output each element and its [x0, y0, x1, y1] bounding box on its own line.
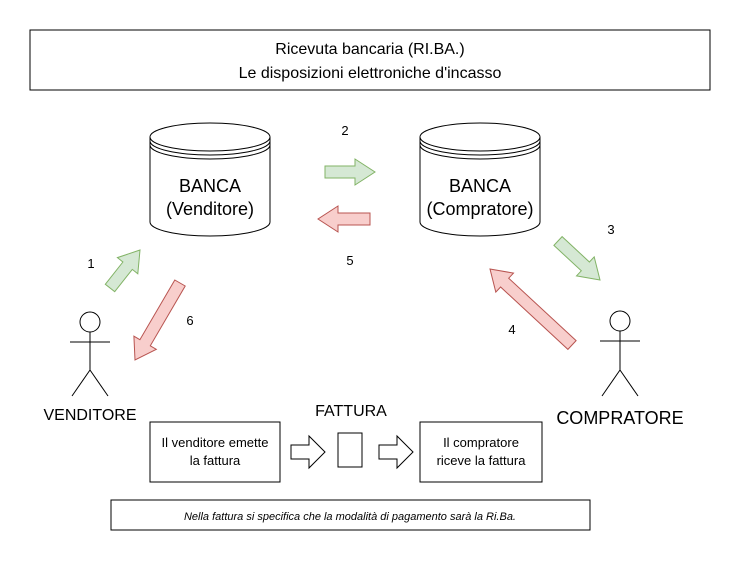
arrow-1-label: 1 — [87, 256, 94, 271]
invoice-label: FATTURA — [315, 403, 387, 420]
buyer-actor-icon — [600, 310, 640, 397]
arrow-4-icon — [489, 268, 577, 351]
buyer-invoice-line-2: riceve la fattura — [437, 453, 527, 468]
note-box: Nella fattura si specifica che la modali… — [110, 499, 591, 531]
seller-label: VENDITORE — [43, 407, 136, 424]
bank-seller-line-2: (Venditore) — [166, 199, 254, 219]
buyer-invoice-box: Il compratore riceve la fattura — [419, 421, 543, 483]
arrow-3-label: 3 — [607, 222, 614, 237]
seller-invoice-line-1: Il venditore emette — [162, 435, 269, 450]
bank-seller-line-1: BANCA — [179, 176, 241, 196]
buyer-label: COMPRATORE — [556, 408, 683, 428]
title-box: Ricevuta bancaria (RI.BA.) Le disposizio… — [29, 29, 711, 91]
title-line-1: Ricevuta bancaria (RI.BA.) — [275, 41, 464, 58]
arrow-6-label: 6 — [186, 313, 193, 328]
title-line-2: Le disposizioni elettroniche d'incasso — [239, 65, 502, 82]
bank-buyer-database: BANCA (Compratore) — [419, 122, 541, 237]
seller-invoice-box: Il venditore emette la fattura — [149, 421, 281, 483]
buyer-invoice-line-1: Il compratore — [443, 435, 519, 450]
seller-invoice-line-2: la fattura — [190, 453, 241, 468]
arrow-5-icon — [317, 205, 371, 233]
arrow-right-icon — [290, 434, 326, 470]
arrow-5-label: 5 — [346, 253, 353, 268]
invoice-document-icon — [337, 432, 363, 468]
arrow-3-icon — [553, 235, 601, 281]
arrow-2-label: 2 — [341, 123, 348, 138]
arrow-6-icon — [133, 279, 186, 361]
bank-buyer-line-2: (Compratore) — [426, 199, 533, 219]
flow-arrows — [104, 158, 601, 361]
arrow-2-icon — [324, 158, 376, 186]
arrow-right-icon — [378, 434, 414, 470]
arrow-1-icon — [104, 249, 141, 293]
arrow-4-label: 4 — [508, 322, 515, 337]
bank-seller-database: BANCA (Venditore) — [149, 122, 271, 237]
bank-buyer-line-1: BANCA — [449, 176, 511, 196]
note-text: Nella fattura si specifica che la modali… — [184, 511, 516, 523]
seller-actor-icon — [70, 311, 110, 397]
